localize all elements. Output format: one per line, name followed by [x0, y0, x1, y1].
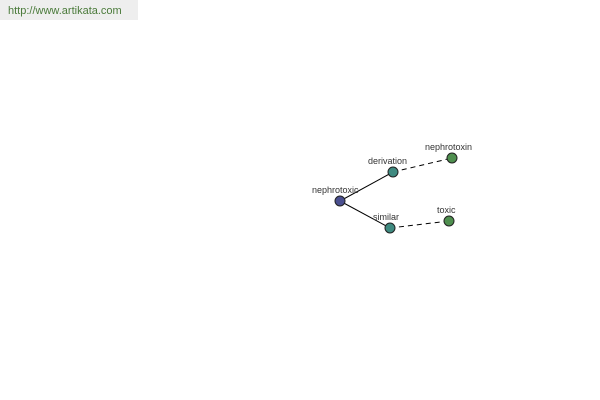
node-nephrotoxin[interactable]: nephrotoxin	[425, 142, 472, 164]
nodes-layer: nephrotoxic derivation similar nephrotoxin t…	[312, 142, 472, 234]
edge-nephrotoxic-derivation	[339, 171, 394, 202]
node-similar[interactable]: similar	[373, 212, 399, 234]
node-dot-similar[interactable]	[384, 222, 396, 234]
node-dot-nephrotoxic[interactable]	[334, 195, 346, 207]
node-nephrotoxic[interactable]: nephrotoxic	[312, 185, 359, 207]
edge-derivation-nephrotoxin	[392, 157, 453, 173]
node-label-toxic[interactable]: toxic	[437, 205, 456, 215]
node-label-nephrotoxic[interactable]: nephrotoxic	[312, 185, 359, 195]
node-dot-toxic[interactable]	[443, 215, 455, 227]
node-dot-nephrotoxin[interactable]	[446, 152, 458, 164]
node-toxic[interactable]: toxic	[437, 205, 456, 227]
node-label-nephrotoxin[interactable]: nephrotoxin	[425, 142, 472, 152]
site-url-link[interactable]: http://www.artikata.com	[8, 5, 122, 17]
edges-layer	[339, 157, 453, 229]
node-label-similar[interactable]: similar	[373, 212, 399, 222]
node-dot-derivation[interactable]	[387, 166, 399, 178]
node-label-derivation[interactable]: derivation	[368, 156, 407, 166]
edge-nephrotoxic-similar	[339, 200, 391, 229]
url-banner: http://www.artikata.com	[0, 0, 138, 20]
edge-similar-toxic	[389, 220, 450, 229]
node-derivation[interactable]: derivation	[368, 156, 407, 178]
